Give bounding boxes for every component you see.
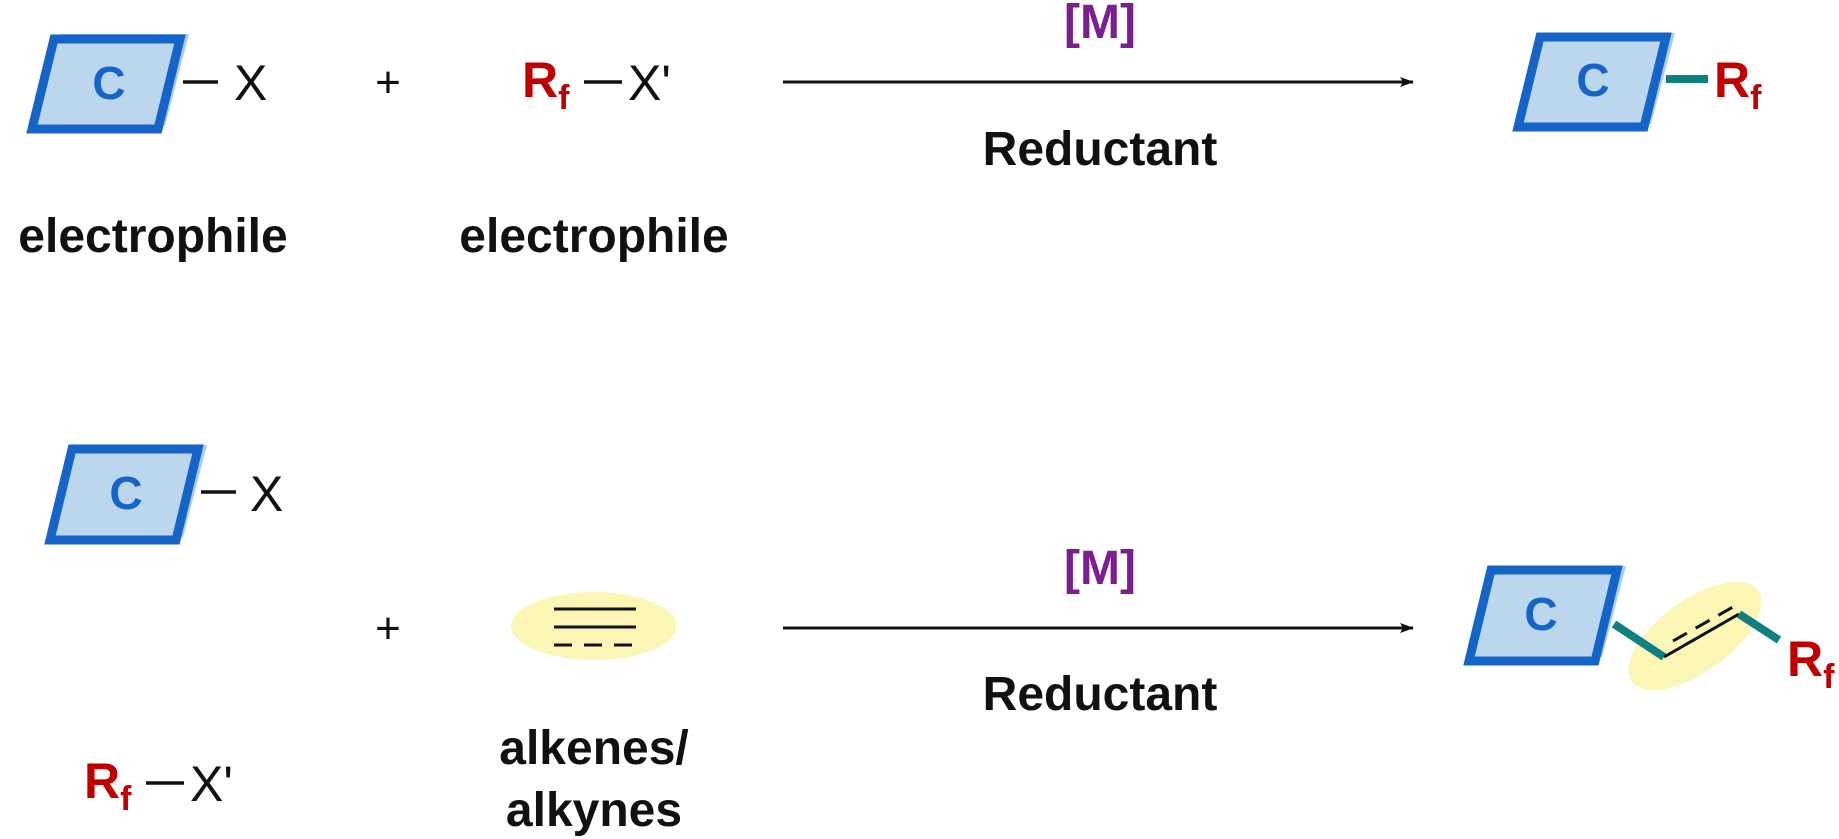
reactant-2-fluoroalkyl-electrophile: Rf X' (522, 52, 671, 117)
product-2: C Rf (1463, 565, 1835, 696)
rf-group: Rf (84, 753, 132, 818)
reaction-2: C X Rf X' + alkenes/ alkynes [M] Re (44, 444, 1835, 837)
rf-main: R (1787, 631, 1823, 687)
reactant-3-fluoroalkyl-electrophile: Rf X' (84, 753, 233, 818)
catalyst-label: [M] (1064, 0, 1136, 49)
core-label: C (1524, 588, 1557, 640)
alkene-alkyne-bonds-icon (554, 607, 636, 647)
new-bond (1736, 610, 1782, 644)
reagent-label: Reductant (983, 123, 1218, 176)
rf-main: R (1714, 52, 1750, 108)
new-bond-chain (1611, 620, 1667, 661)
product-1: C Rf (1512, 32, 1762, 132)
plus-sign: + (375, 604, 401, 653)
leaving-group-x: X (250, 466, 283, 522)
rf-subscript: f (120, 780, 132, 818)
leaving-group-x-prime: X' (190, 756, 233, 812)
reactant-1-core-electrophile: C X (44, 444, 283, 545)
core-label: C (109, 467, 142, 519)
rf-subscript: f (558, 79, 570, 117)
rf-group: Rf (522, 52, 570, 117)
reactant-1-core-electrophile: C X (26, 34, 267, 134)
core-label: C (1576, 54, 1609, 106)
reactant-2-caption-line-2: alkynes (506, 784, 682, 837)
alkene-bond (1663, 612, 1740, 659)
catalyst-label: [M] (1064, 542, 1136, 595)
core-label: C (92, 57, 125, 109)
reactant-2-caption: electrophile (459, 210, 728, 263)
reactant-1-caption: electrophile (18, 210, 287, 263)
parallelogram-core-icon (1512, 32, 1672, 132)
rf-main: R (522, 52, 558, 108)
leaving-group-x-prime: X' (628, 55, 671, 111)
rf-group: Rf (1787, 631, 1835, 696)
leaving-group-x: X (234, 55, 267, 111)
reactant-2-unsaturated (511, 592, 677, 660)
reactant-2-caption-line-1: alkenes/ (499, 722, 688, 775)
rf-subscript: f (1750, 79, 1762, 117)
rf-main: R (84, 753, 120, 809)
reaction-1: C X electrophile + Rf X' electrophile [M… (18, 0, 1762, 263)
rf-group: Rf (1714, 52, 1762, 117)
alkene-bond-dashed (1672, 605, 1734, 643)
rf-subscript: f (1823, 658, 1835, 696)
parallelogram-core-icon (1463, 565, 1623, 666)
plus-sign: + (375, 58, 401, 107)
parallelogram-core-icon (44, 444, 204, 545)
parallelogram-core-icon (26, 34, 186, 134)
reagent-label: Reductant (983, 668, 1218, 721)
